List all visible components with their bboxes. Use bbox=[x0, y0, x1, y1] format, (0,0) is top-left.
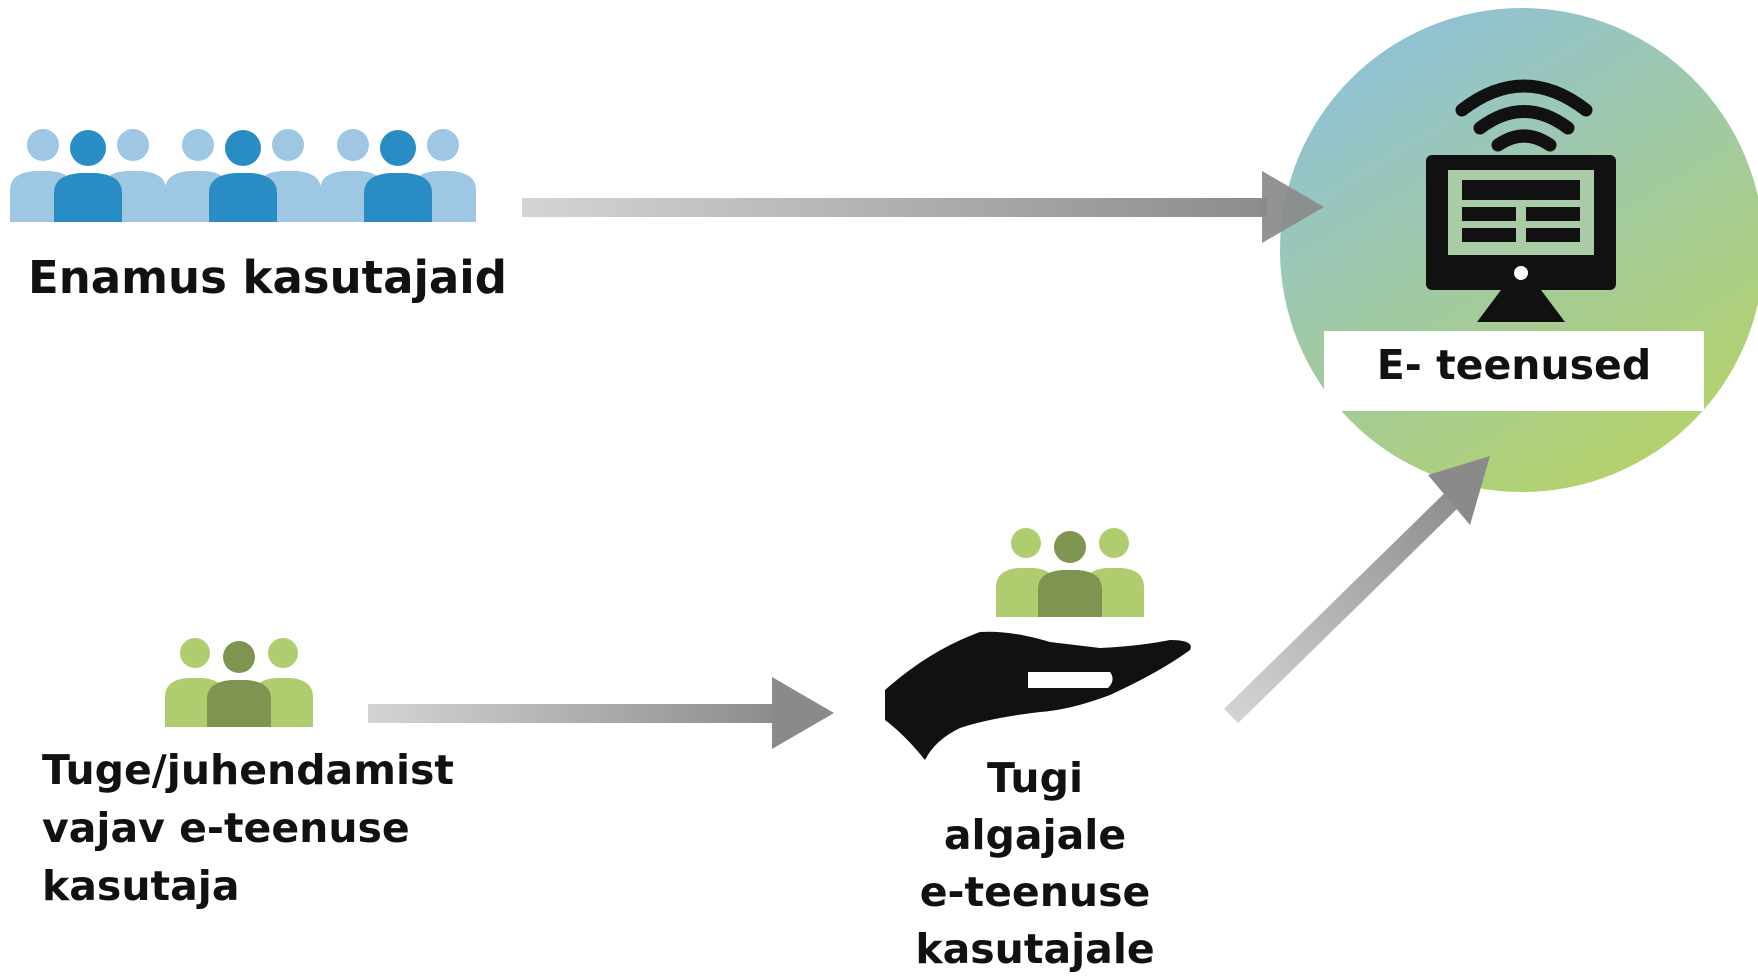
arrow-user-to-support bbox=[368, 677, 834, 749]
majority-users-label: Enamus kasutajaid bbox=[28, 251, 507, 304]
open-hand-icon bbox=[885, 631, 1191, 760]
people-group-icon bbox=[996, 528, 1144, 617]
support-for-beginner-label: Tugi algajale e-teenuse kasutajale bbox=[915, 754, 1155, 973]
wifi-icon bbox=[1455, 79, 1593, 152]
arrow-support-to-eservices bbox=[1224, 456, 1490, 724]
people-group-icon bbox=[320, 129, 476, 222]
people-group-icon bbox=[165, 638, 313, 727]
e-services-label: E- teenused bbox=[1324, 331, 1704, 411]
needs-support-user-label: Tuge/juhendamist vajav e-teenuse kasutaj… bbox=[42, 746, 455, 910]
people-group-icon bbox=[165, 129, 321, 222]
arrow-majority-to-eservices bbox=[522, 171, 1324, 243]
people-group-icon bbox=[10, 129, 166, 222]
monitor-icon bbox=[1426, 155, 1616, 322]
